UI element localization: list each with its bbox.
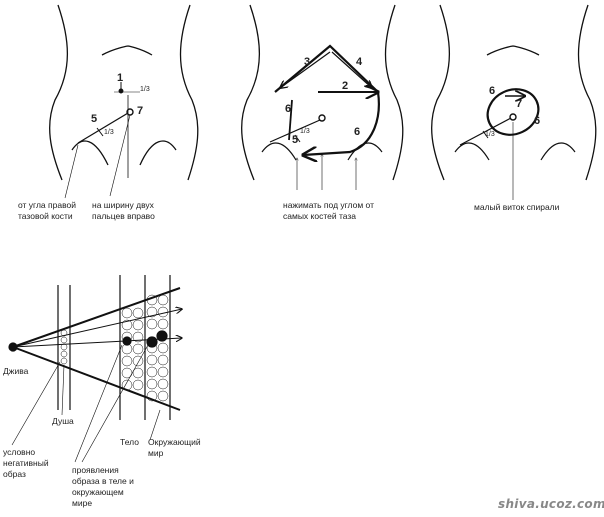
p2-caption: нажимать под углом от самых костей таза — [283, 200, 374, 221]
leader-dusha — [61, 364, 65, 416]
torso-panel-3 — [431, 4, 597, 200]
label-negative: условно негативный образ — [3, 447, 49, 479]
soul-projection-diagram — [8, 275, 182, 463]
p1-label-1: 1 — [117, 72, 124, 84]
p1-label-5: 5 — [91, 113, 98, 125]
p3-label-7: 7 — [516, 98, 523, 110]
pelvis-right — [139, 140, 177, 166]
rib-line — [101, 45, 153, 56]
p2-label-3: 3 — [304, 56, 311, 68]
torso-panel-2 — [241, 4, 404, 190]
p2-label-6-left: 6 — [285, 103, 292, 115]
beam-top — [12, 287, 181, 348]
manifest-dot-1 — [122, 336, 132, 346]
torso-outline-left — [49, 4, 68, 181]
leader-negative — [11, 361, 61, 446]
small-spiral-ring — [486, 88, 540, 136]
manifest-dot-3 — [156, 330, 168, 342]
p1-caption-left: от угла правой тазовой кости — [18, 200, 76, 221]
label-telo: Тело — [120, 437, 139, 447]
p1-caption-right: на ширину двух пальцев вправо — [92, 200, 155, 221]
torso-outline-right — [179, 4, 199, 181]
p3-label-third: 1/3 — [485, 131, 495, 138]
point-7-p3 — [509, 113, 517, 121]
leader-env — [81, 344, 149, 463]
leader-right — [109, 114, 131, 197]
p3-label-6-top: 6 — [489, 85, 496, 97]
line-5 — [77, 112, 129, 144]
p2-label-6-right: 6 — [354, 126, 361, 138]
p1-label-third-bottom: 1/3 — [104, 129, 114, 136]
label-manifest: проявления образа в теле и окружающем ми… — [72, 465, 134, 508]
p3-label-6-right: 6 — [534, 115, 541, 127]
dusha-bubbles — [60, 329, 68, 365]
rib-line-3 — [486, 45, 540, 56]
label-jiva: Джива — [3, 366, 29, 376]
p1-label-third-top: 1/3 — [140, 86, 150, 93]
p2-label-2: 2 — [342, 80, 349, 92]
manifest-dot-2 — [146, 336, 158, 348]
p3-caption: малый виток спирали — [474, 202, 560, 212]
jiva-point — [8, 342, 18, 352]
label-dusha: Душа — [52, 416, 74, 426]
beam-bottom — [12, 346, 181, 411]
leader-left — [64, 144, 79, 199]
p2-label-5: 5 — [292, 134, 299, 146]
leader-telo — [74, 344, 123, 463]
point-center — [318, 114, 326, 122]
p2-label-4: 4 — [356, 56, 363, 68]
torso-panel-1 — [49, 4, 199, 199]
label-env: Окружающий мир — [148, 437, 201, 458]
large-spiral-path — [274, 44, 380, 155]
pelvis-left — [71, 140, 109, 166]
env-bubbles — [146, 294, 169, 402]
p2-label-third: 1/3 — [300, 128, 310, 135]
watermark: shiva.ucoz.com — [498, 497, 604, 511]
p1-label-7: 7 — [137, 105, 144, 117]
